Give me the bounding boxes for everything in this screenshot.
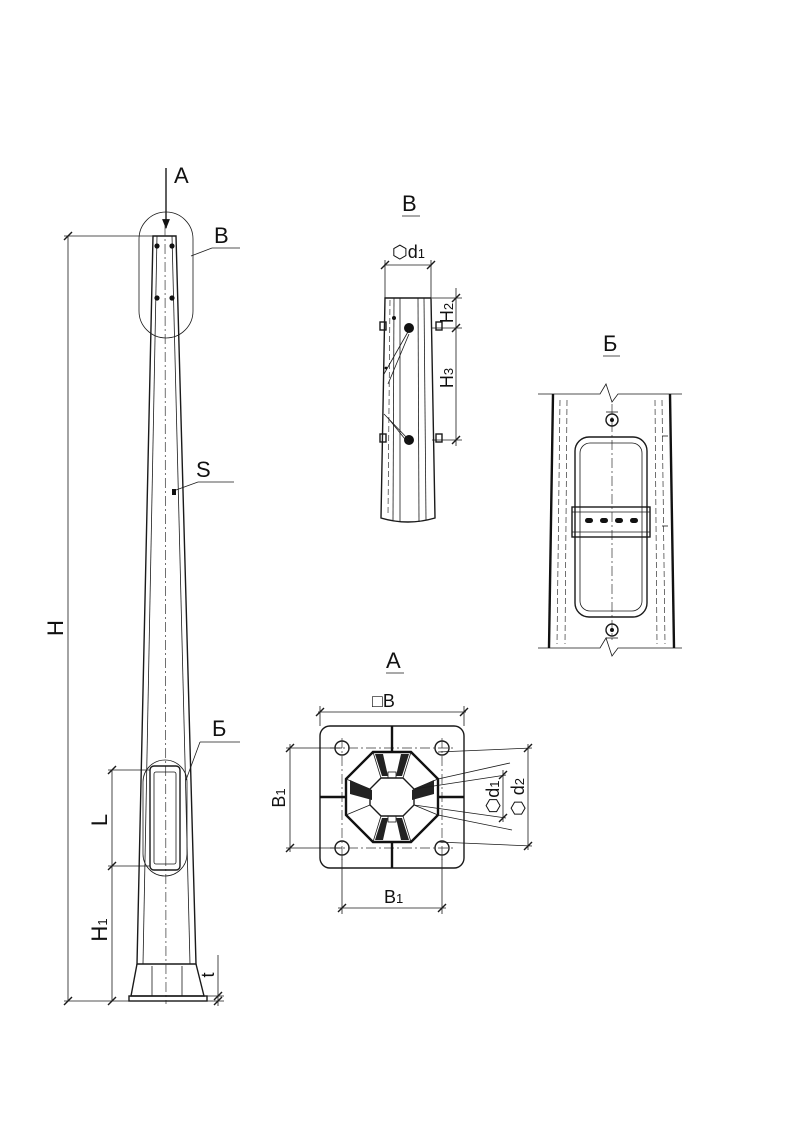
detail-v-d1: ⬡d1 — [392, 242, 425, 262]
dim-h-total: H — [43, 620, 68, 636]
view-a-b-outer: □B — [372, 691, 395, 711]
view-a-marker: А — [174, 163, 189, 188]
dim-l: L — [87, 814, 112, 826]
callout-v-outline — [138, 211, 194, 339]
detail-b-title: Б — [603, 331, 617, 356]
detail-b: Б — [538, 331, 682, 657]
view-a: А □B — [269, 648, 533, 914]
detail-b-door — [574, 436, 648, 618]
detail-v-title: В — [402, 191, 417, 216]
top-bolt — [169, 243, 175, 249]
top-bolt — [154, 295, 160, 301]
view-a-b1-bottom: B1 — [384, 887, 403, 907]
detail-v: В ⬡d1 — [379, 191, 462, 523]
dim-h1: H1 — [87, 918, 112, 941]
detail-v-tube — [380, 297, 436, 523]
view-a-b1-left: B1 — [269, 788, 289, 807]
callout-v-label: В — [214, 223, 229, 248]
pole-base — [130, 963, 205, 997]
view-a-octagon-outer — [344, 750, 440, 844]
detail-b-bolt — [605, 623, 619, 637]
view-a-d1: ⬡d1 — [483, 781, 503, 814]
detail-v-h2: H2 — [437, 303, 457, 323]
detail-v-h3: H3 — [437, 368, 457, 388]
wall-thickness-label: S — [196, 457, 211, 482]
view-a-title: А — [386, 648, 401, 673]
top-bolt — [154, 243, 160, 249]
detail-b-lock-bar — [571, 506, 651, 538]
door-outline — [149, 765, 181, 871]
dim-t: t — [198, 972, 218, 977]
view-a-d2: ⬡ d2 — [508, 778, 528, 816]
view-a-octagon-inner — [369, 777, 415, 817]
detail-b-bolt — [605, 413, 619, 427]
pole-elevation: А В S Б — [43, 163, 240, 1006]
callout-b-label: Б — [212, 716, 226, 741]
top-bolt — [169, 295, 175, 301]
detail-v-bolt — [404, 323, 414, 333]
